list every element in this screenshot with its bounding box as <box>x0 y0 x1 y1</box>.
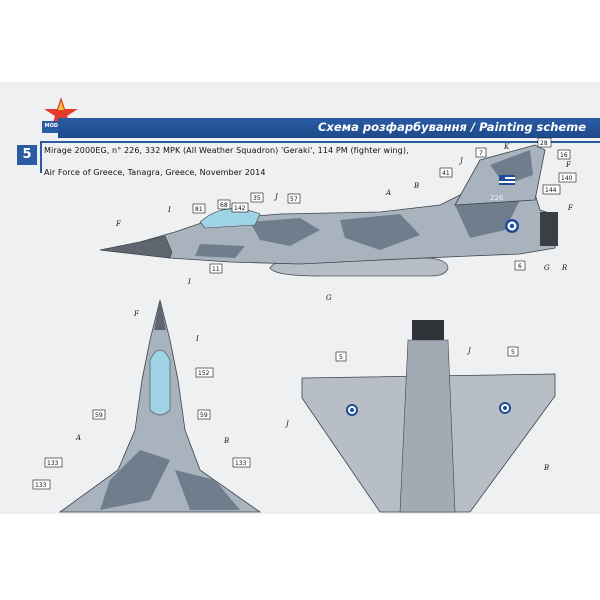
callout-11: 11 <box>212 266 220 273</box>
scheme-number: 5 <box>17 145 37 165</box>
paint-code-k: K <box>503 143 510 151</box>
fin-serial: 226 <box>490 194 504 202</box>
callout-16: 16 <box>560 152 568 159</box>
callout-81: 81 <box>195 206 203 213</box>
paint-code-b: B <box>413 182 419 190</box>
bottom-roundel-right <box>499 402 511 414</box>
callout-5b: 5 <box>511 349 515 356</box>
paint-code-i-2: I <box>187 278 191 286</box>
top-canopy <box>149 349 171 416</box>
fuselage-roundel <box>505 219 519 233</box>
header-rule-vertical <box>40 141 42 173</box>
top-camo <box>175 470 240 510</box>
callout-133c: 133 <box>35 482 47 489</box>
paint-code-b-top: B <box>223 437 229 445</box>
camo-patch <box>195 244 245 258</box>
callout-140: 140 <box>561 175 573 182</box>
bottom-roundel-left <box>346 404 358 416</box>
paint-code-i-top: I <box>195 335 199 343</box>
callout-152: 152 <box>198 370 210 377</box>
top-camo <box>100 450 170 510</box>
paint-code-f-top: F <box>133 310 140 318</box>
exhaust-nozzle <box>540 212 558 246</box>
top-radome <box>154 300 166 330</box>
paint-code-f: F <box>115 220 122 228</box>
header-rule <box>40 141 600 143</box>
callout-5a: 5 <box>339 354 343 361</box>
callout-142: 142 <box>234 205 246 212</box>
fin-flag <box>499 175 515 185</box>
paint-code-f-3: F <box>567 204 574 212</box>
callout-28: 28 <box>540 140 548 147</box>
radome <box>99 235 173 259</box>
paint-code-i: I <box>167 206 171 214</box>
bottom-exhaust <box>412 320 444 342</box>
bottom-view: 5 5 J J B <box>284 320 556 513</box>
paint-code-j-2: J <box>458 157 464 165</box>
paint-code-a: A <box>385 189 391 197</box>
callout-57: 57 <box>290 196 298 203</box>
paint-code-g: G <box>326 294 332 302</box>
callout-7: 7 <box>479 150 483 157</box>
camo-patch <box>340 214 420 250</box>
paint-code-a-top: A <box>75 434 81 442</box>
page-title: Схема розфарбування / Painting scheme <box>318 120 586 134</box>
callout-35: 35 <box>253 195 261 202</box>
callout-68: 68 <box>220 202 228 209</box>
paint-code-f-2: F <box>565 161 572 169</box>
callout-59a: 59 <box>95 412 103 419</box>
callout-133b: 133 <box>235 460 247 467</box>
paint-code-r: R <box>561 264 568 272</box>
callout-59b: 59 <box>200 412 208 419</box>
top-view: 152 59 59 133 133 133 F I A B <box>32 299 262 513</box>
description-line-2: Air Force of Greece, Tanagra, Greece, No… <box>44 168 266 177</box>
paint-code-j-bottom-2: J <box>466 347 472 355</box>
bottom-fuselage <box>399 339 456 513</box>
canopy <box>199 208 261 229</box>
description-line-1: Mirage 2000EG, n° 226, 332 MPK (All Weat… <box>44 146 409 155</box>
side-view: 226 81 68 142 35 57 41 7 28 16 140 <box>99 137 577 302</box>
paint-code-j: J <box>273 193 279 201</box>
callout-133a: 133 <box>47 460 59 467</box>
paint-code-g-2: G <box>544 264 550 272</box>
callout-41: 41 <box>442 170 450 177</box>
paint-code-j-bottom: J <box>284 420 290 428</box>
paint-code-b-bottom: B <box>543 464 549 472</box>
callout-6: 6 <box>518 263 522 270</box>
title-banner: Схема розфарбування / Painting scheme <box>58 118 600 138</box>
callout-144: 144 <box>545 187 557 194</box>
camo-patch <box>250 218 320 246</box>
